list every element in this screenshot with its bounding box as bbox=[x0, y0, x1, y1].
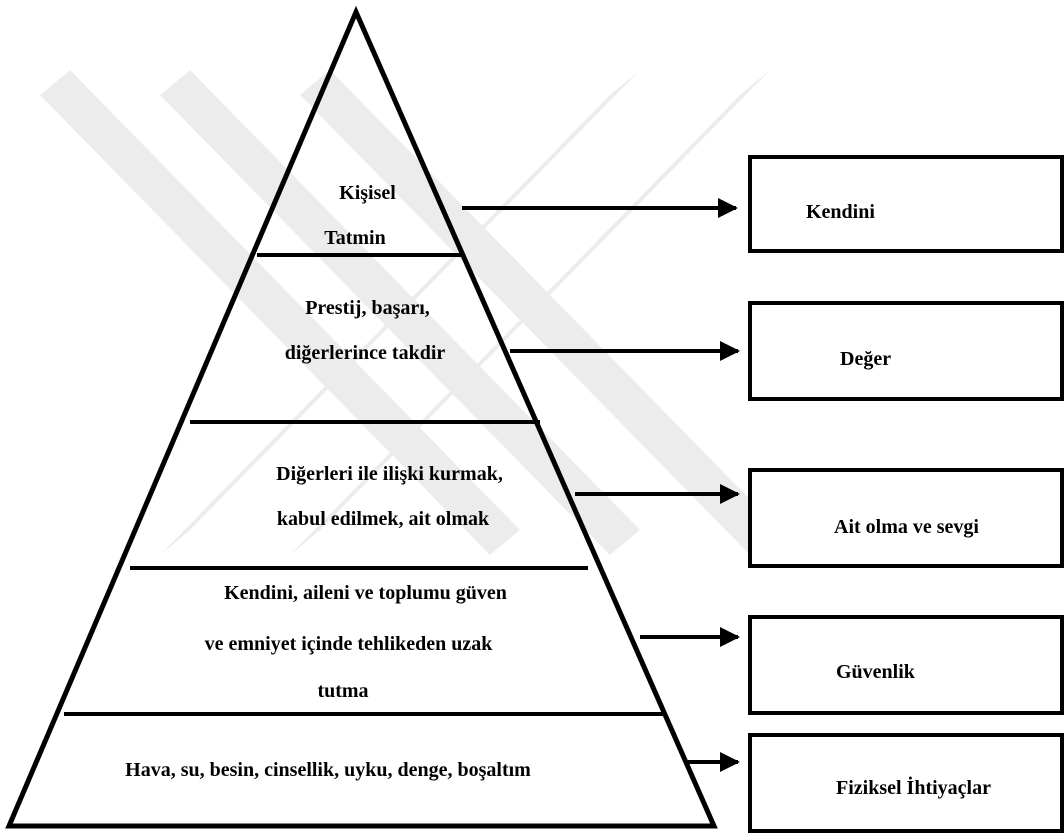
box-label-guvenlik: Güvenlik bbox=[836, 661, 916, 683]
box-label-ait-olma: Ait olma ve sevgi bbox=[834, 516, 979, 538]
box-ait-olma bbox=[748, 468, 1064, 568]
need-boxes bbox=[748, 155, 1064, 833]
box-label-fiziksel: Fiziksel İhtiyaçlar bbox=[836, 775, 991, 799]
level-text-esteem: Prestij, başarı, diğerlerince takdir bbox=[285, 297, 446, 364]
level-text-belonging: Diğerleri ile ilişki kurmak, kabul edilm… bbox=[276, 463, 508, 530]
watermark-chevrons bbox=[40, 70, 780, 555]
pyramid-levels: Kişisel Tatmin Prestij, başarı, diğerler… bbox=[125, 182, 531, 781]
level-separators bbox=[64, 253, 665, 716]
pyramid-outline bbox=[5, 5, 718, 829]
box-deger bbox=[748, 301, 1064, 401]
box-kendini bbox=[748, 155, 1064, 253]
box-guvenlik bbox=[748, 615, 1064, 715]
level-text-self-actualization: Kişisel Tatmin bbox=[324, 182, 401, 249]
box-fiziksel bbox=[748, 733, 1064, 833]
box-label-deger: Değer bbox=[840, 348, 891, 370]
box-labels: Kendini Değer Ait olma ve sevgi Güvenlik… bbox=[806, 201, 991, 799]
level-text-physiological: Hava, su, besin, cinsellik, uyku, denge,… bbox=[125, 759, 531, 781]
arrows bbox=[462, 198, 740, 772]
level-text-safety: Kendini, aileni ve toplumu güven ve emni… bbox=[205, 582, 512, 702]
box-label-kendini: Kendini bbox=[806, 201, 875, 223]
